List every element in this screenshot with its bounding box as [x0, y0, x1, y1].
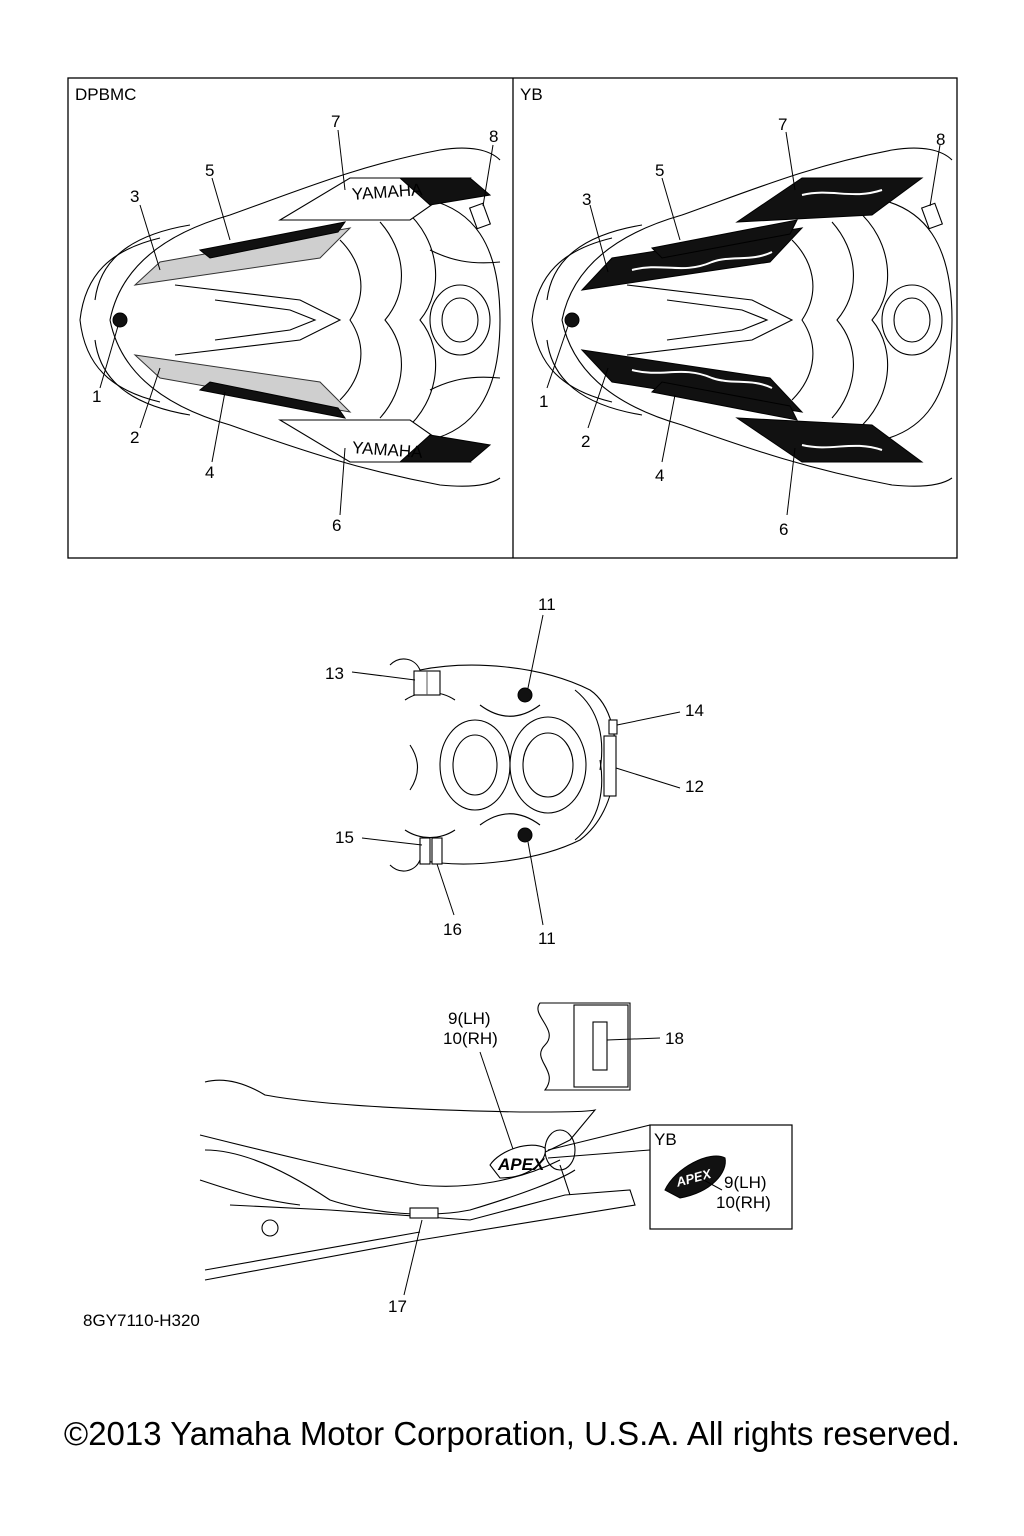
callout-7: 7	[778, 115, 787, 134]
callout-4: 4	[205, 463, 214, 482]
apex-decal-side: APEX	[497, 1155, 546, 1174]
middle-callouts: 11 13 14 12 15 16 11	[325, 595, 704, 948]
dpbmc-panel-title: DPBMC	[75, 85, 136, 104]
top-view-frame	[67, 77, 958, 559]
side-view: 18 9(LH) 10(RH) APEX 17	[199, 1002, 793, 1316]
yb-inset-title: YB	[654, 1130, 677, 1149]
yb-panel: YB	[520, 85, 953, 539]
yb-callouts: 1 2 3 4 5 6 7 8	[539, 115, 945, 539]
callout-10-rh-inset: 10(RH)	[716, 1193, 771, 1212]
callout-16: 16	[443, 920, 462, 939]
callout-11-top: 11	[538, 595, 556, 614]
callout-11-bottom: 11	[538, 929, 556, 948]
middle-view: 11 13 14 12 15 16 11	[325, 595, 704, 948]
callout-15: 15	[335, 828, 354, 847]
rear-panel-inset: 18	[537, 1002, 684, 1091]
dpbmc-callouts: 1 2 3 4 5 6 7 8	[92, 112, 498, 535]
yb-apex-inset: YB APEX 9(LH) 10(RH)	[547, 1124, 793, 1230]
dpbmc-panel: DPBMC YAMAHA	[75, 85, 501, 535]
callout-18: 18	[665, 1029, 684, 1048]
callout-5: 5	[205, 161, 214, 180]
yb-hood-drawing	[531, 147, 953, 487]
copyright-notice: ©2013 Yamaha Motor Corporation, U.S.A. A…	[63, 1415, 961, 1452]
callout-6: 6	[779, 520, 788, 539]
dpbmc-leader-lines	[99, 129, 494, 516]
callout-1: 1	[539, 392, 548, 411]
callout-12: 12	[685, 777, 704, 796]
callout-5: 5	[655, 161, 664, 180]
callout-6: 6	[332, 516, 341, 535]
middle-body-drawing	[389, 658, 618, 872]
middle-leader-lines	[351, 614, 681, 926]
callout-9-lh-top: 9(LH)	[448, 1009, 491, 1028]
callout-9-lh-inset: 9(LH)	[724, 1173, 767, 1192]
dpbmc-yamaha-lower: YAMAHA	[351, 438, 423, 462]
callout-7: 7	[331, 112, 340, 131]
yb-leader-lines	[546, 131, 941, 516]
dpbmc-yamaha-upper: YAMAHA	[351, 180, 423, 204]
callout-8: 8	[489, 127, 498, 146]
callout-3: 3	[130, 187, 139, 206]
callout-2: 2	[581, 432, 590, 451]
callout-2: 2	[130, 428, 139, 447]
drawing-code: 8GY7110-H320	[83, 1311, 200, 1330]
callout-3: 3	[582, 190, 591, 209]
callout-10-rh-top: 10(RH)	[443, 1029, 498, 1048]
callout-17: 17	[388, 1297, 407, 1316]
callout-1: 1	[92, 387, 101, 406]
callout-13: 13	[325, 664, 344, 683]
dpbmc-hood-drawing: YAMAHA YAMAHA	[79, 147, 501, 487]
callout-4: 4	[655, 466, 664, 485]
callout-14: 14	[685, 701, 704, 720]
callout-8: 8	[936, 130, 945, 149]
yb-panel-title: YB	[520, 85, 543, 104]
sled-side-drawing: APEX	[199, 1079, 636, 1281]
